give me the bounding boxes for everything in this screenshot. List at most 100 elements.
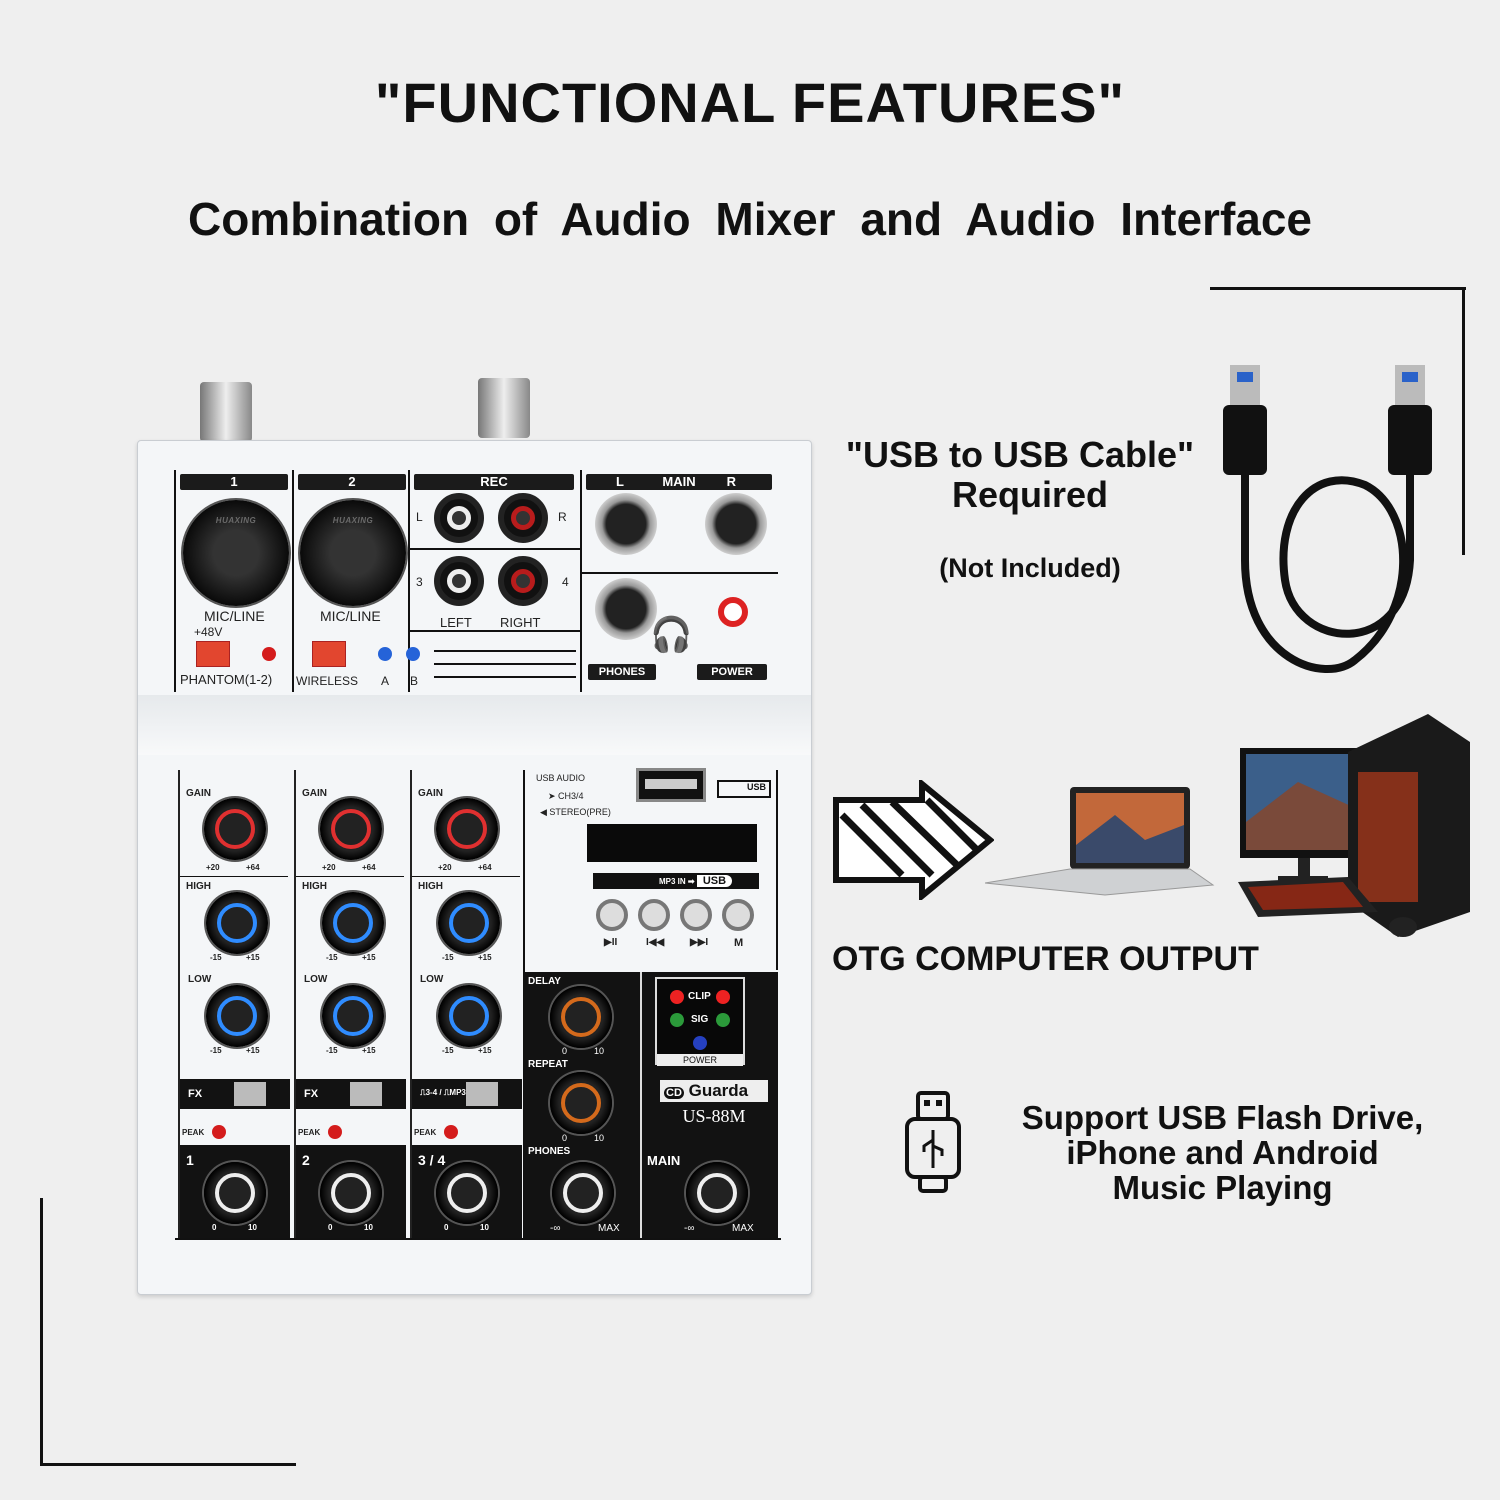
gain-label: GAIN [302, 788, 327, 799]
phantom-voltage-label: +48V [194, 625, 223, 639]
mp3-display [587, 824, 757, 862]
low-max: +15 [246, 1046, 260, 1055]
gain-label: GAIN [186, 788, 211, 799]
usb-cable-image [1223, 365, 1432, 673]
main-out-right-jack[interactable] [705, 493, 767, 555]
cable-title: "USB to USB Cable" [845, 434, 1195, 475]
high-max: +15 [362, 953, 376, 962]
gain-knob[interactable] [204, 798, 266, 860]
channel-level-knob[interactable] [320, 1162, 382, 1224]
gain-max: +64 [246, 863, 260, 872]
high-max: +15 [478, 953, 492, 962]
xlr-combo-input-1[interactable]: HUAXING [183, 500, 289, 606]
cable-note: (Not Included) [939, 553, 1121, 583]
usb-audio-label: USB AUDIO [536, 773, 586, 783]
input-rca-left[interactable] [434, 556, 484, 606]
channel-number: 2 [302, 1152, 310, 1168]
high-eq-knob[interactable] [438, 892, 500, 954]
fx-switch[interactable] [466, 1082, 498, 1106]
repeat-knob[interactable] [550, 1072, 612, 1134]
channel-number: 3 / 4 [418, 1152, 446, 1168]
gain-min: +20 [322, 863, 336, 872]
gain-knob[interactable] [436, 798, 498, 860]
next-button[interactable] [680, 899, 712, 931]
power-button[interactable] [718, 597, 748, 627]
repeat-min: 0 [562, 1133, 568, 1143]
phantom-power-button[interactable] [196, 641, 230, 667]
channel-2-header: 2 [298, 474, 406, 490]
desktop-pc-image [1238, 714, 1470, 937]
delay-max: 10 [594, 1046, 605, 1056]
high-eq-knob[interactable] [322, 892, 384, 954]
clip-led-right [716, 990, 730, 1004]
phones-jack[interactable] [595, 578, 657, 640]
rec-rca-right[interactable] [498, 493, 548, 543]
delay-knob[interactable] [550, 986, 612, 1048]
peak-led [212, 1125, 226, 1139]
rec-rca-left[interactable] [434, 493, 484, 543]
high-eq-label: HIGH [186, 881, 211, 892]
channel-level-knob[interactable] [436, 1162, 498, 1224]
rec-header: REC [414, 474, 574, 490]
play-pause-icon: ▶II [604, 937, 618, 948]
fx-switch[interactable] [234, 1082, 266, 1106]
input-3-label: 3 [416, 575, 423, 589]
usb-interface-badge: USB [717, 780, 771, 798]
corner-line [1462, 287, 1465, 555]
level-min: 0 [444, 1223, 449, 1232]
input-4-label: 4 [562, 575, 569, 589]
laptop-image [985, 787, 1215, 896]
previous-button[interactable] [638, 899, 670, 931]
wireless-button[interactable] [312, 641, 346, 667]
phones-min: -∞ [550, 1223, 561, 1234]
low-min: -15 [210, 1046, 222, 1055]
usb-flash-drive-icon [905, 1091, 961, 1193]
input-jack-top [478, 378, 530, 438]
left-label: LEFT [440, 615, 472, 630]
phones-max: MAX [598, 1223, 620, 1234]
phones-level-knob[interactable] [552, 1162, 614, 1224]
mode-button[interactable] [722, 899, 754, 931]
play-pause-button[interactable] [596, 899, 628, 931]
main-out-left-jack[interactable] [595, 493, 657, 555]
xlr-combo-input-2[interactable]: HUAXING [300, 500, 406, 606]
wireless-led-b [406, 647, 420, 661]
gain-knob[interactable] [320, 798, 382, 860]
input-rca-right[interactable] [498, 556, 548, 606]
headphones-icon: 🎧 [650, 616, 693, 654]
page-title: "FUNCTIONAL FEATURES" [374, 71, 1126, 134]
meter-power-label: POWER [657, 1054, 743, 1066]
channel-strip [410, 770, 524, 1240]
usb-port[interactable] [636, 768, 706, 802]
level-min: 0 [212, 1223, 217, 1232]
high-eq-knob[interactable] [206, 892, 268, 954]
phantom-led [262, 647, 276, 661]
corner-line [40, 1198, 43, 1466]
low-eq-knob[interactable] [322, 985, 384, 1047]
fx-switch[interactable] [350, 1082, 382, 1106]
main-min: -∞ [684, 1223, 695, 1234]
gain-min: +20 [438, 863, 452, 872]
channel-strip [294, 770, 408, 1240]
level-meter [655, 977, 745, 1065]
support-line-2: iPhone and Android [1066, 1134, 1379, 1171]
corner-line [1210, 287, 1466, 290]
right-label: RIGHT [500, 615, 541, 630]
low-eq-knob[interactable] [438, 985, 500, 1047]
channel-1-header: 1 [180, 474, 288, 490]
gain-max: +64 [478, 863, 492, 872]
main-level-knob[interactable] [686, 1162, 748, 1224]
clip-label: CLIP [688, 991, 711, 1002]
peak-led [444, 1125, 458, 1139]
peak-label: PEAK [414, 1128, 437, 1137]
gain-label: GAIN [418, 788, 443, 799]
mode-icon: M [734, 937, 744, 949]
high-min: -15 [326, 953, 338, 962]
clip-led-left [670, 990, 684, 1004]
repeat-label: REPEAT [528, 1059, 568, 1070]
repeat-max: 10 [594, 1133, 605, 1143]
led-a-label: A [381, 674, 390, 688]
low-eq-knob[interactable] [206, 985, 268, 1047]
channel-level-knob[interactable] [204, 1162, 266, 1224]
